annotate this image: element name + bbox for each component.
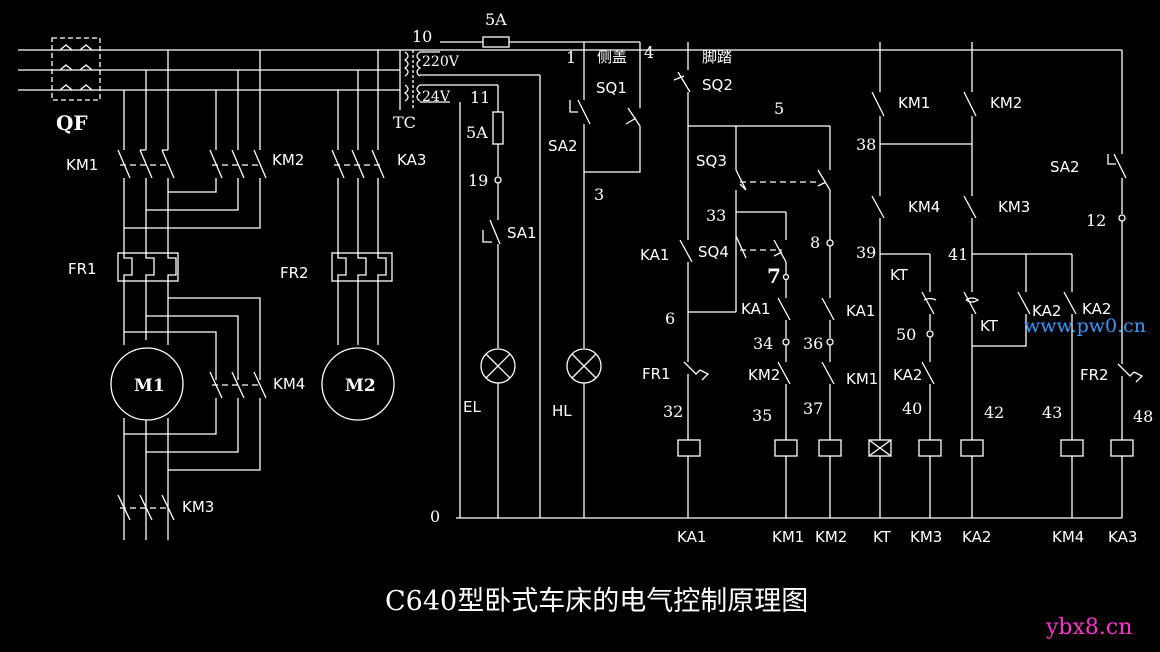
node-50: 50 bbox=[896, 325, 916, 344]
node-37: 37 bbox=[803, 399, 823, 418]
coil-label-km3: KM3 bbox=[910, 528, 942, 546]
coil-ka2 bbox=[960, 439, 984, 457]
power-section: QF 220V 24V TC bbox=[18, 37, 1122, 150]
km1-no-label: KM1 bbox=[898, 94, 930, 112]
node-34: 34 bbox=[753, 334, 773, 353]
coil-km2 bbox=[818, 439, 842, 457]
node-40: 40 bbox=[902, 399, 922, 418]
transformer-tc bbox=[399, 50, 500, 110]
pedal-label: 脚踏 bbox=[702, 48, 732, 66]
node-8: 8 bbox=[810, 233, 820, 252]
ka2-a-label: KA2 bbox=[893, 366, 922, 384]
km3-main-label: KM3 bbox=[182, 498, 214, 516]
node-32: 32 bbox=[663, 402, 683, 421]
node-41: 41 bbox=[948, 245, 968, 264]
watermark-site: www.pw0.cn bbox=[1024, 315, 1146, 337]
node-5: 5 bbox=[774, 99, 784, 118]
fr2-main-label: FR2 bbox=[280, 264, 309, 282]
coil-km4 bbox=[1060, 439, 1084, 457]
node-33: 33 bbox=[706, 206, 726, 225]
ka1-c-label: KA1 bbox=[846, 302, 875, 320]
km3-nc-label: KM3 bbox=[998, 198, 1030, 216]
diagram-title: C640型卧式车床的电气控制原理图 bbox=[385, 586, 808, 617]
coil-label-km2: KM2 bbox=[815, 528, 847, 546]
kt-b-label: KT bbox=[980, 317, 999, 335]
node-7: 7 bbox=[767, 264, 781, 288]
control-section: 4 脚踏 SQ2 5 SQ3 33 SQ4 7 8 KA1 6 FR1 bbox=[640, 42, 1153, 546]
coil-ka3 bbox=[1110, 439, 1134, 457]
sq4-label: SQ4 bbox=[698, 243, 729, 261]
fr2-relay bbox=[331, 252, 393, 282]
node-11: 11 bbox=[470, 88, 490, 107]
node-19: 19 bbox=[468, 171, 488, 190]
node-6: 6 bbox=[665, 309, 675, 328]
node-10: 10 bbox=[412, 27, 432, 46]
sa2-ctrl-label: SA2 bbox=[1050, 158, 1080, 176]
km1-main-label: KM1 bbox=[66, 156, 98, 174]
node-43: 43 bbox=[1042, 403, 1062, 422]
qf-label: QF bbox=[56, 111, 88, 135]
tc-label: TC bbox=[393, 113, 416, 132]
lighting-section: 10 5A 1 侧盖 11 5A 19 SA1 EL SA2 3 H bbox=[412, 10, 1122, 526]
node-0: 0 bbox=[430, 507, 440, 526]
sq2-label: SQ2 bbox=[702, 76, 733, 94]
ka2-c-label: KA2 bbox=[1082, 300, 1111, 318]
sa2-light-label: SA2 bbox=[548, 137, 578, 155]
motor-m1 bbox=[110, 347, 184, 421]
km2-nc-label: KM2 bbox=[748, 366, 780, 384]
fr1-ctrl-label: FR1 bbox=[642, 365, 671, 383]
coil-label-km4: KM4 bbox=[1052, 528, 1084, 546]
coil-km1 bbox=[774, 439, 798, 457]
m1-label: M1 bbox=[134, 376, 165, 396]
node-36: 36 bbox=[803, 334, 823, 353]
fr1-relay bbox=[117, 252, 179, 282]
m2-label: M2 bbox=[345, 376, 376, 396]
km2-no-label: KM2 bbox=[990, 94, 1022, 112]
sq3-label: SQ3 bbox=[696, 152, 727, 170]
v24-label: 24V bbox=[422, 89, 451, 105]
el-label: EL bbox=[463, 398, 481, 416]
ka1-a-label: KA1 bbox=[640, 246, 669, 264]
km4-main-label: KM4 bbox=[273, 375, 305, 393]
km1-nc-label: KM1 bbox=[846, 370, 878, 388]
v220-label: 220V bbox=[422, 54, 460, 70]
ka2-b-label: KA2 bbox=[1032, 302, 1061, 320]
fuse-top-label: 5A bbox=[485, 10, 507, 29]
node-48: 48 bbox=[1133, 407, 1153, 426]
km4-nc-label: KM4 bbox=[908, 198, 940, 216]
node-39: 39 bbox=[856, 243, 876, 262]
coil-label-km1: KM1 bbox=[772, 528, 804, 546]
fr2-ctrl-label: FR2 bbox=[1080, 366, 1109, 384]
coil-ka1 bbox=[677, 439, 701, 457]
node-38: 38 bbox=[856, 135, 876, 154]
main-circuit: KM1 KM2 KA3 FR1 FR2 M1 M2 KM4 bbox=[66, 149, 426, 540]
km2-main-label: KM2 bbox=[272, 151, 304, 169]
motor-m2 bbox=[321, 347, 395, 421]
watermark-corner: ybx8.cn bbox=[1045, 615, 1132, 640]
ka1-b-label: KA1 bbox=[741, 300, 770, 318]
node-1: 1 bbox=[566, 48, 576, 67]
fr1-main-label: FR1 bbox=[68, 260, 97, 278]
node-3: 3 bbox=[594, 185, 604, 204]
kt-a-label: KT bbox=[890, 266, 909, 284]
sa1-label: SA1 bbox=[507, 224, 537, 242]
fuse-top bbox=[482, 36, 510, 48]
coil-label-ka1: KA1 bbox=[677, 528, 706, 546]
qf-breaker bbox=[51, 37, 101, 101]
coil-km3 bbox=[918, 439, 942, 457]
fuse-mid bbox=[492, 111, 504, 145]
fuse-mid-label: 5A bbox=[466, 123, 488, 142]
node-42: 42 bbox=[984, 403, 1004, 422]
node-4: 4 bbox=[644, 43, 654, 62]
ka3-main-label: KA3 bbox=[397, 151, 426, 169]
node-35: 35 bbox=[752, 406, 772, 425]
sq1-label: SQ1 bbox=[596, 79, 627, 97]
node-12: 12 bbox=[1086, 211, 1106, 230]
side-cover-label: 侧盖 bbox=[597, 48, 627, 66]
coil-label-ka3: KA3 bbox=[1108, 528, 1137, 546]
coil-label-kt: KT bbox=[873, 528, 892, 546]
hl-label: HL bbox=[552, 402, 572, 420]
coil-label-ka2: KA2 bbox=[962, 528, 991, 546]
